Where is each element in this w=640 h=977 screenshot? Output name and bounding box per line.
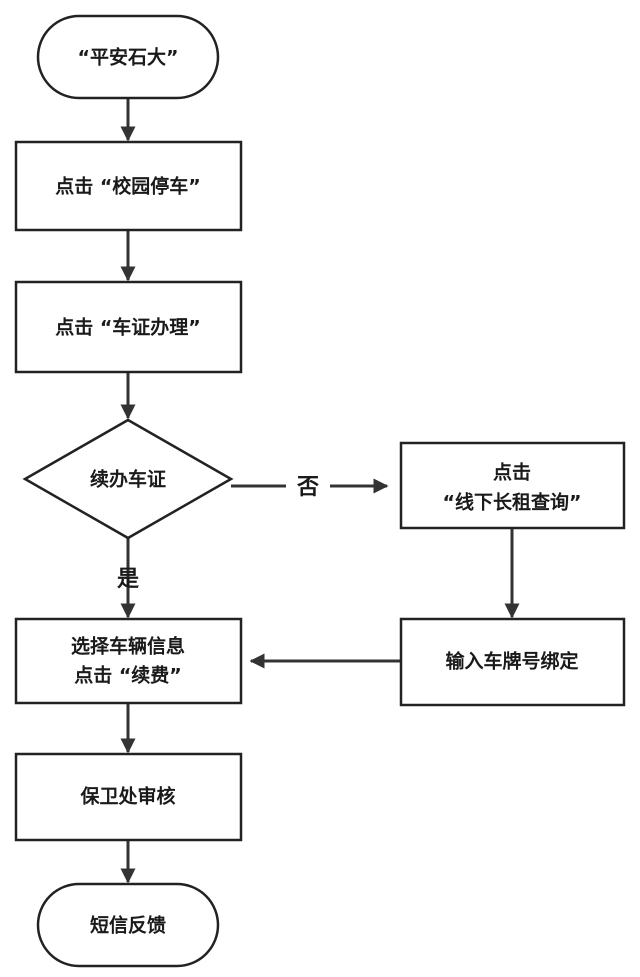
- node-security-review: 保卫处审核: [14, 752, 243, 842]
- edges: [120, 98, 520, 884]
- node-plate-binding-label: 输入车牌号绑定: [445, 650, 578, 673]
- node-campus-parking: 点击 “校园停车”: [14, 140, 243, 232]
- node-permit-handling: 点击 “车证办理”: [14, 280, 243, 374]
- node-security-review-label: 保卫处审核: [79, 785, 175, 808]
- node-select-vehicle-line2: 点击 “续费”: [74, 664, 182, 687]
- node-sms-feedback: 短信反馈: [36, 882, 220, 968]
- node-offline-query-line2: “线下长租查询”: [443, 491, 582, 514]
- node-campus-parking-label: 点击 “校园停车”: [55, 175, 201, 198]
- node-start-label: “平安石大”: [78, 46, 179, 69]
- node-offline-query-line1: 点击: [493, 462, 531, 484]
- node-permit-handling-label: 点击 “车证办理”: [55, 316, 201, 339]
- edge-label-yes: 是: [117, 567, 139, 592]
- edge-label-no: 否: [296, 475, 319, 500]
- node-plate-binding: 输入车牌号绑定: [399, 617, 626, 707]
- node-sms-feedback-label: 短信反馈: [90, 914, 166, 937]
- node-offline-query: 点击 “线下长租查询”: [399, 441, 626, 530]
- node-select-vehicle-line1: 选择车辆信息: [71, 635, 185, 658]
- node-select-vehicle: 选择车辆信息 点击 “续费”: [14, 617, 243, 705]
- node-start: “平安石大”: [36, 14, 220, 100]
- node-renew-decision: 续办车证: [22, 418, 234, 540]
- node-renew-decision-label: 续办车证: [90, 468, 166, 491]
